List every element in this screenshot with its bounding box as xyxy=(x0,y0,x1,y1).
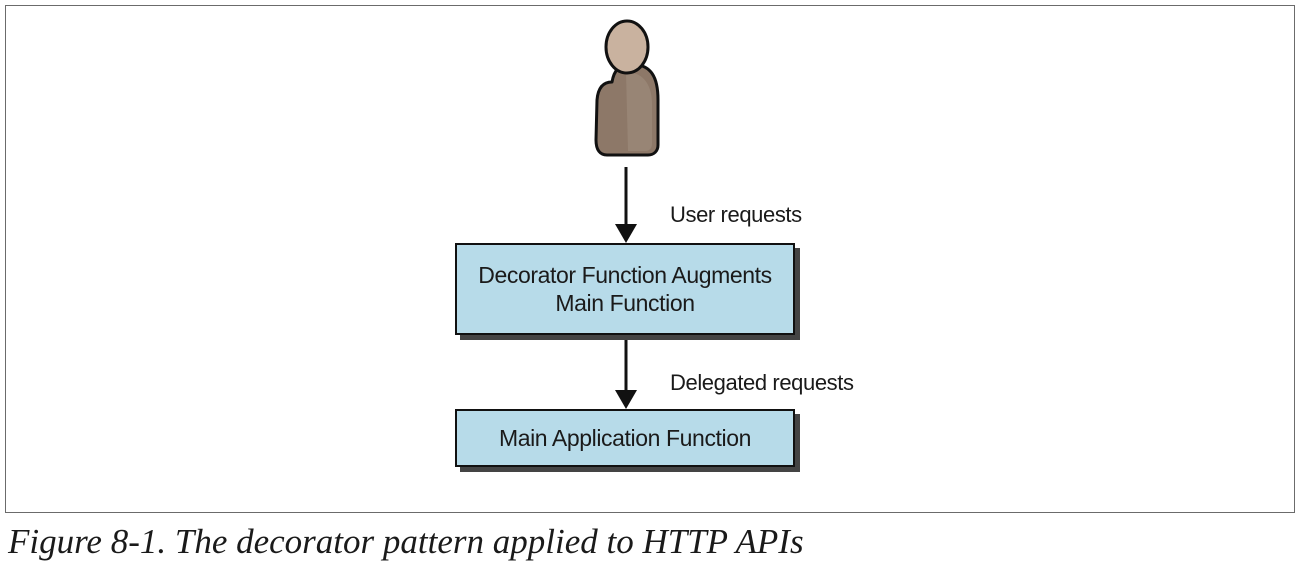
user-icon-head xyxy=(604,19,650,75)
node-main-application-function: Main Application Function xyxy=(455,409,795,467)
node-decorator-function: Decorator Function Augments Main Functio… xyxy=(455,243,795,335)
arrowhead-delegated-requests xyxy=(615,390,637,409)
user-icon xyxy=(594,19,660,157)
figure-caption: Figure 8-1. The decorator pattern applie… xyxy=(8,522,804,561)
edge-label-delegated-requests: Delegated requests xyxy=(670,370,854,395)
arrowhead-user-requests xyxy=(615,224,637,243)
edge-label-user-requests: User requests xyxy=(670,202,802,227)
user-icon-shade xyxy=(626,72,652,151)
